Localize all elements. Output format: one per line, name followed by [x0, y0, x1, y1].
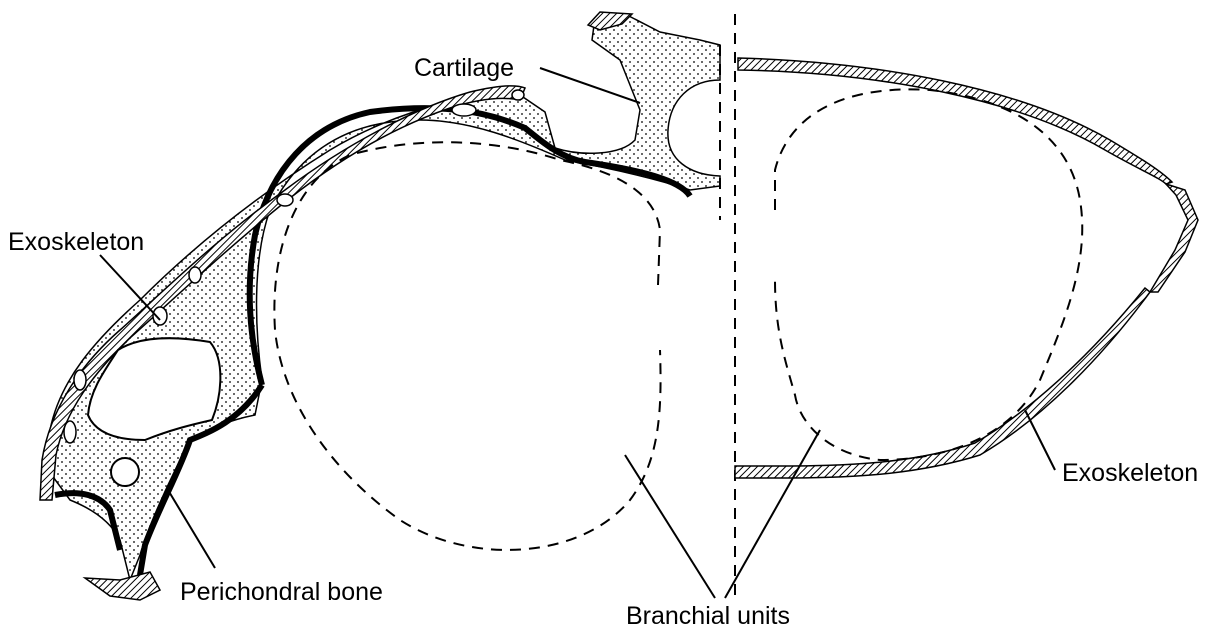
exoskeleton-tip-right [1150, 184, 1198, 292]
label-branchial-units: Branchial units [626, 602, 790, 628]
label-exoskeleton-left: Exoskeleton [8, 228, 144, 256]
cartilage-hole [277, 194, 293, 206]
leader-branchial-units-right [725, 430, 820, 598]
cartilage-hole [189, 267, 201, 283]
label-cartilage: Cartilage [414, 54, 514, 82]
exoskeleton-bottom-right [735, 288, 1150, 478]
exoskeleton-band-right [738, 58, 1172, 184]
cartilage-hole [111, 458, 139, 486]
label-perichondral-bone: Perichondral bone [180, 578, 383, 606]
leader-branchial-units-left [625, 455, 715, 598]
leader-exoskeleton-right [1025, 410, 1055, 470]
branchial-unit-left [274, 142, 660, 550]
label-exoskeleton-right: Exoskeleton [1062, 459, 1198, 487]
cartilage-hole [64, 421, 76, 443]
cartilage-body [48, 14, 720, 580]
bone-foot [85, 572, 160, 600]
cartilage-hole [74, 370, 86, 390]
cartilage-hole [452, 104, 476, 116]
cartilage-hole [512, 90, 524, 100]
leader-perichondral-bone [168, 490, 215, 568]
